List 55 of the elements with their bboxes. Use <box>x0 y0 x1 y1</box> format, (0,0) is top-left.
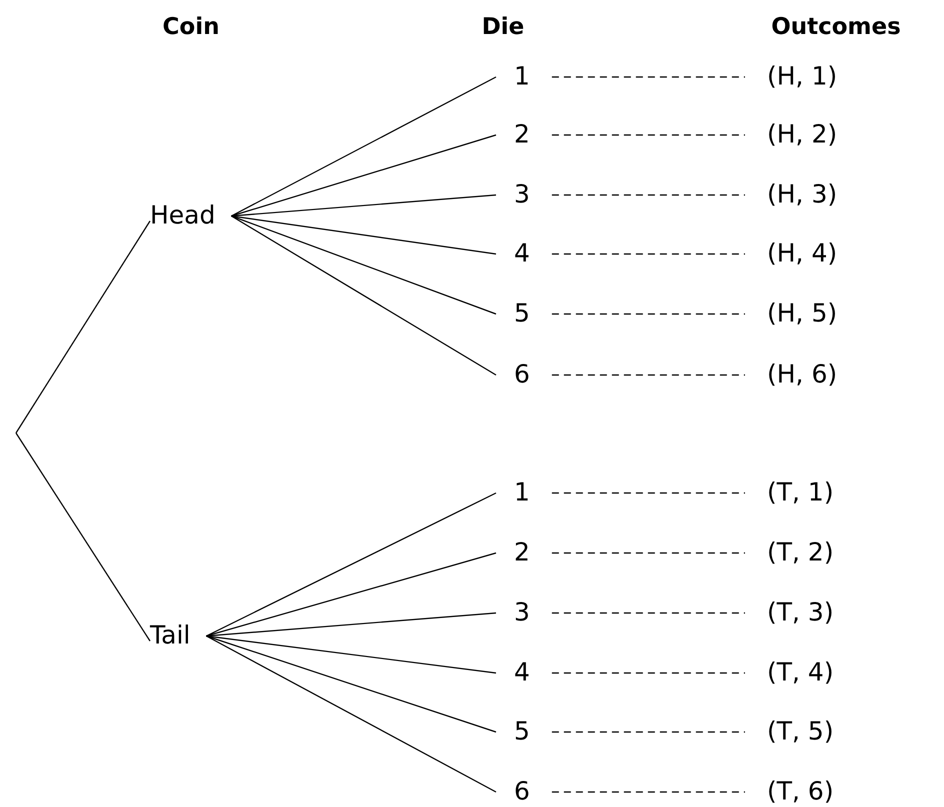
dashed-connector <box>552 552 745 554</box>
branch-label: Head <box>150 201 232 229</box>
die-value: 5 <box>496 717 552 745</box>
column-header: Die <box>482 14 524 40</box>
outcome-label: (T, 1) <box>745 478 834 506</box>
dashed-connector <box>552 253 745 255</box>
die-value: 3 <box>496 180 552 208</box>
dashed-connector <box>552 194 745 196</box>
dashed-connector <box>552 492 745 494</box>
dashed-connector <box>552 791 745 793</box>
outcome-label: (H, 1) <box>745 62 838 90</box>
dashed-connector <box>552 672 745 674</box>
branch-line <box>206 635 496 793</box>
branch-line <box>231 215 496 315</box>
column-header: Outcomes <box>771 14 901 40</box>
branch-line <box>231 215 496 376</box>
dashed-connector <box>552 612 745 614</box>
outcome-label: (H, 2) <box>745 120 838 148</box>
outcome-label: (T, 3) <box>745 598 834 626</box>
outcome-label: (T, 6) <box>745 777 834 805</box>
die-value: 6 <box>496 777 552 805</box>
branch-line <box>206 552 496 637</box>
dashed-connector <box>552 731 745 733</box>
die-value: 6 <box>496 360 552 388</box>
die-value: 1 <box>496 478 552 506</box>
dashed-connector <box>552 76 745 78</box>
branch-line <box>206 635 496 674</box>
die-value: 4 <box>496 239 552 267</box>
branch-line <box>231 76 496 217</box>
branch-line <box>206 635 496 733</box>
outcome-label: (H, 4) <box>745 239 838 267</box>
outcome-label: (T, 4) <box>745 658 834 686</box>
die-value: 2 <box>496 538 552 566</box>
outcome-label: (H, 3) <box>745 180 838 208</box>
column-header: Coin <box>162 14 220 40</box>
dashed-connector <box>552 313 745 315</box>
die-value: 1 <box>496 62 552 90</box>
branch-line <box>231 194 496 217</box>
branch-line <box>206 612 496 637</box>
die-value: 5 <box>496 299 552 327</box>
branch-line <box>231 215 496 255</box>
branch-label: Tail <box>150 621 206 649</box>
dashed-connector <box>552 134 745 136</box>
branch-line <box>16 220 150 434</box>
branch-line <box>206 492 496 637</box>
die-value: 2 <box>496 120 552 148</box>
branch-line <box>231 134 496 217</box>
outcome-label: (H, 6) <box>745 360 838 388</box>
outcome-label: (T, 2) <box>745 538 834 566</box>
outcome-label: (H, 5) <box>745 299 838 327</box>
branch-line <box>16 432 150 642</box>
dashed-connector <box>552 374 745 376</box>
die-value: 4 <box>496 658 552 686</box>
die-value: 3 <box>496 598 552 626</box>
outcome-label: (T, 5) <box>745 717 834 745</box>
